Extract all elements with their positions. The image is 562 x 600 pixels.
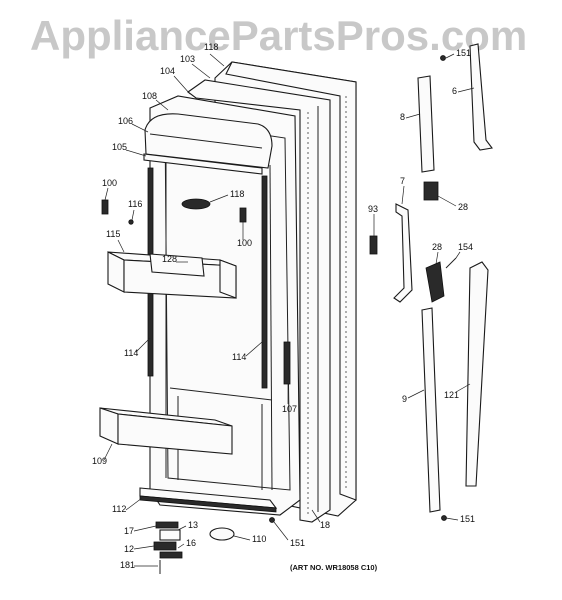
callout-108: 108 [142,91,157,101]
callout-151-lower: 151 [460,514,475,524]
callout-7: 7 [400,176,405,186]
callout-128-upper: 128 [162,254,177,264]
handle-trim-lower [421,307,441,513]
lower-handle-screw [441,515,447,521]
callout-114-left: 114 [124,348,138,358]
bottom-trim-shadow [139,495,277,513]
handle-bracket-upper [423,181,439,201]
handle-trim-upper [417,75,435,173]
liner-handle-recess [181,198,211,210]
callout-13: 13 [188,520,198,530]
hinge-cam [153,541,177,551]
callout-109: 109 [92,456,107,466]
callout-18: 18 [320,520,330,530]
callout-115: 115 [106,229,120,239]
callout-28-lower: 28 [432,242,442,252]
upper-shelf-bin [107,251,237,299]
door-handle [393,203,413,303]
hinge-bushing [155,521,179,529]
callout-28-upper: 28 [458,202,468,212]
callout-12: 12 [124,544,134,554]
handle-trim-bottom [465,261,489,487]
callout-100-left: 100 [102,178,117,188]
art-number: (ART NO. WR18058 C10) [290,563,378,572]
callout-121: 121 [444,390,459,400]
callout-6: 6 [452,86,457,96]
callout-17: 17 [124,526,134,536]
callout-110: 110 [252,534,266,544]
door-gasket [187,79,331,523]
lower-shelf-bin [99,407,233,455]
door-stop [209,527,235,541]
callout-16: 16 [186,538,196,548]
callout-107: 107 [282,404,297,414]
shelf-rail-right [261,175,268,389]
callout-112: 112 [112,504,126,514]
callout-104: 104 [160,66,175,76]
callout-181: 181 [120,560,135,570]
callout-154: 154 [458,242,473,252]
handle-trim-top [469,43,493,151]
hinge-pin [159,551,183,559]
callout-106: 106 [118,116,133,126]
dairy-compartment [144,113,273,169]
watermark-text: AppliancePartsPros.com [30,12,527,59]
gasket-latch [283,341,291,385]
callout-151-top: 151 [456,48,471,58]
handle-bracket-lower [425,261,445,303]
callout-9: 9 [402,394,407,404]
dairy-door-lip [143,153,263,175]
callout-151-bottom: 151 [290,538,305,548]
callouts: 103 118 104 108 106 105 100 116 118 100 … [92,42,475,570]
top-screw [440,55,446,61]
callout-103: 103 [180,54,195,64]
callout-8: 8 [400,112,405,122]
handle-insert [369,235,378,255]
clip-screw [128,219,134,225]
bottom-screw [269,517,275,523]
callout-114-right: 114 [232,352,246,362]
callout-118-mid: 118 [230,189,244,199]
shelf-clip-right [239,207,247,223]
callout-93: 93 [368,204,378,214]
callout-100-right: 100 [237,238,252,248]
bracket-screw [445,257,457,269]
shelf-clip-left [101,199,109,215]
callout-116: 116 [128,199,142,209]
callout-105: 105 [112,142,127,152]
callout-118-top: 118 [204,42,218,52]
hinge-plate [159,529,181,541]
